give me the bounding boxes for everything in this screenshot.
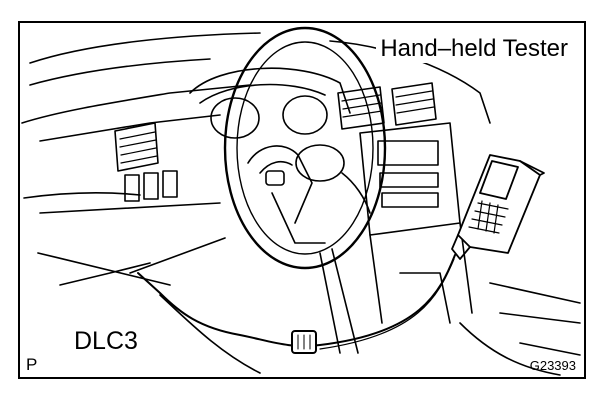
dashboard-illustration (21, 26, 581, 376)
left-switch-panel (124, 170, 178, 202)
instrument-cluster (189, 67, 351, 139)
corner-mark: P (26, 355, 38, 374)
diagram-frame: Hand–held Tester DLC3 P G23393 (18, 21, 586, 379)
dashboard-outline (21, 32, 491, 286)
steering-wheel (223, 26, 387, 354)
center-air-vents (337, 82, 437, 130)
connector-label: DLC3 (72, 327, 140, 356)
lower-panel (159, 272, 581, 376)
center-console (359, 122, 473, 324)
left-air-vent (114, 122, 159, 172)
figure-code: G23393 (529, 358, 576, 373)
dlc3-connector (291, 330, 317, 354)
hand-held-tester-device (451, 154, 545, 260)
title-label: Hand–held Tester (376, 35, 572, 63)
